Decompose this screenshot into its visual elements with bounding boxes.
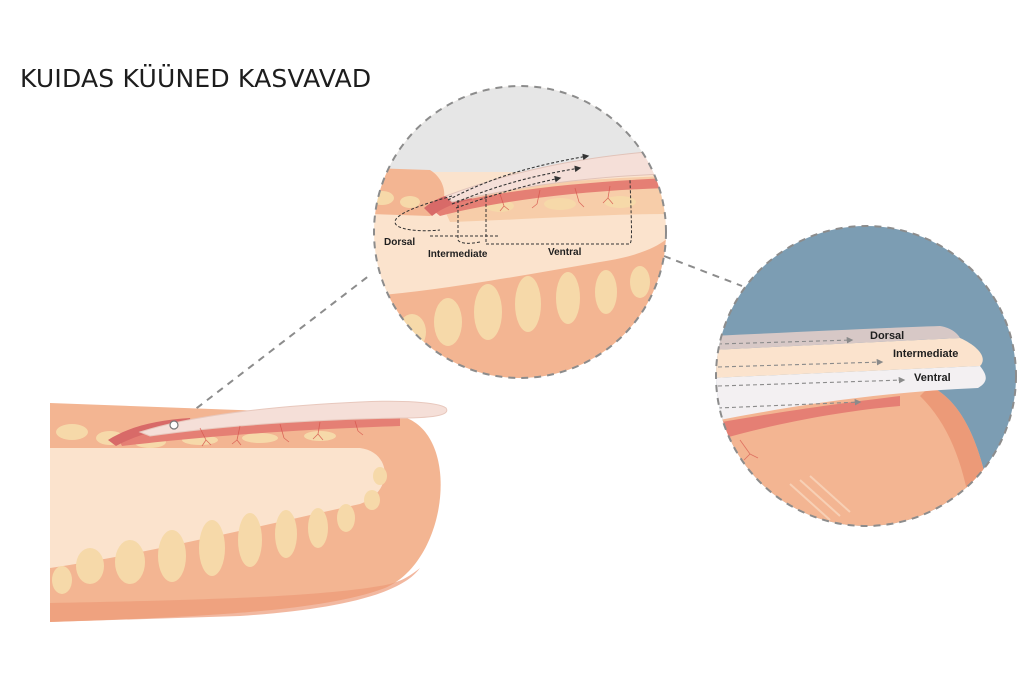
finger-tissue [50,448,385,568]
zoom-pointer [169,420,179,430]
nail-layer-dorsal [716,326,960,350]
label-intermediate-top: Intermediate [428,249,488,260]
finger-illustration [50,400,448,622]
label-intermediate-right: Intermediate [893,348,958,360]
zoom-circle-top: Dorsal Intermediate Ventral [373,85,667,379]
nail-bed [118,418,400,446]
zoom-circle-right: Dorsal Intermediate Ventral [715,225,1017,527]
connector-line-right [663,255,743,287]
page-title: KUIDAS KÜÜNED KASVAVAD [20,64,372,93]
label-ventral-top: Ventral [548,247,582,258]
label-dorsal-top: Dorsal [384,237,415,248]
label-dorsal-right: Dorsal [870,330,904,342]
nail-layer-ventral [716,366,986,422]
label-ventral-right: Ventral [914,372,951,384]
nail-layer-intermediate [716,338,983,378]
zoom-circle-right-border [715,225,1017,527]
fat-lobes [52,467,387,594]
connector-line-top [175,274,371,425]
zoom-circle-top-border [373,85,667,379]
nail-plate [138,400,448,437]
